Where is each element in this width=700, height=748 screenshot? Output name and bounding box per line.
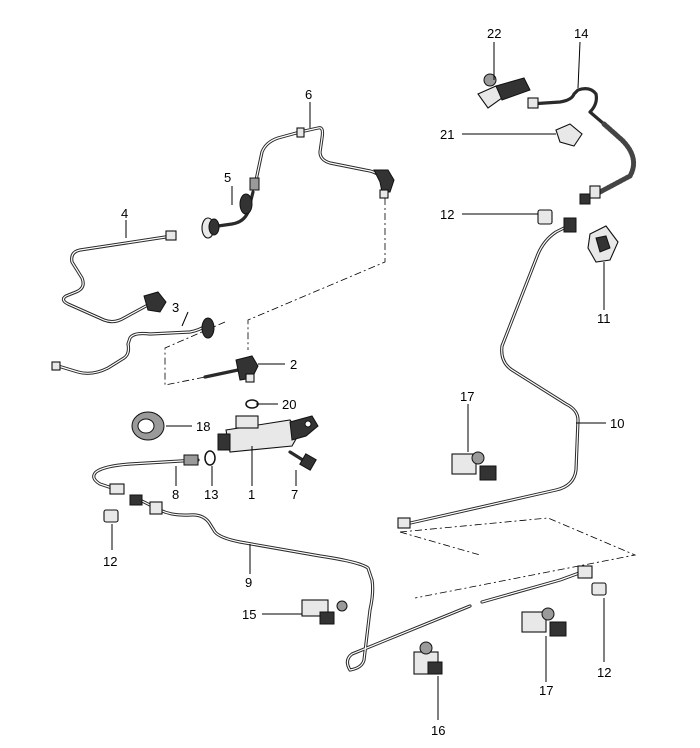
callout-13: 13 (204, 487, 218, 502)
callout-12-left: 12 (103, 554, 117, 569)
line-10 (397, 217, 580, 529)
callout-18: 18 (196, 419, 210, 434)
sensor-22 (477, 73, 539, 109)
callout-8: 8 (172, 487, 179, 502)
assembly-guide-lines (164, 198, 637, 599)
bolt-7 (288, 450, 317, 471)
callout-12-top: 12 (440, 207, 454, 222)
union-12-left (103, 509, 119, 523)
clip-15 (301, 599, 348, 625)
callout-2: 2 (290, 357, 297, 372)
hose-5 (201, 190, 255, 239)
callout-6: 6 (305, 87, 312, 102)
callout-17-lower: 17 (539, 683, 553, 698)
callout-1: 1 (248, 487, 255, 502)
line-8 (92, 454, 200, 495)
callout-14: 14 (574, 26, 588, 41)
callouts: 1 2 3 4 5 6 7 8 9 10 11 12 12 12 13 14 1… (103, 26, 624, 738)
line-9 (129, 494, 472, 672)
callout-10: 10 (610, 416, 624, 431)
line-3 (51, 317, 215, 375)
fitting-2 (203, 355, 259, 383)
line-9-continuation (480, 565, 593, 604)
callout-7: 7 (291, 487, 298, 502)
leader-lines (111, 41, 606, 720)
callout-12-right: 12 (597, 665, 611, 680)
clip-21 (555, 123, 583, 147)
bracket-11 (587, 225, 619, 263)
release-bearing-18 (131, 411, 165, 441)
callout-21: 21 (440, 127, 454, 142)
hose-14 (528, 87, 637, 205)
clip-17-lower (521, 607, 567, 637)
clip-17-upper (451, 451, 497, 481)
callout-11: 11 (597, 311, 611, 326)
callout-20: 20 (282, 397, 296, 412)
union-12-top (537, 209, 553, 225)
callout-9: 9 (245, 575, 252, 590)
line-4 (61, 230, 177, 324)
clip-16 (413, 641, 443, 675)
callout-16: 16 (431, 723, 445, 738)
callout-15: 15 (242, 607, 256, 622)
callout-5: 5 (224, 170, 231, 185)
union-12-right (591, 582, 607, 596)
callout-17-upper: 17 (460, 389, 474, 404)
callout-3: 3 (172, 300, 179, 315)
callout-4: 4 (121, 206, 128, 221)
line-6 (249, 126, 395, 199)
callout-22: 22 (487, 26, 501, 41)
ring-13 (204, 450, 216, 466)
cylinder-1 (217, 415, 319, 453)
